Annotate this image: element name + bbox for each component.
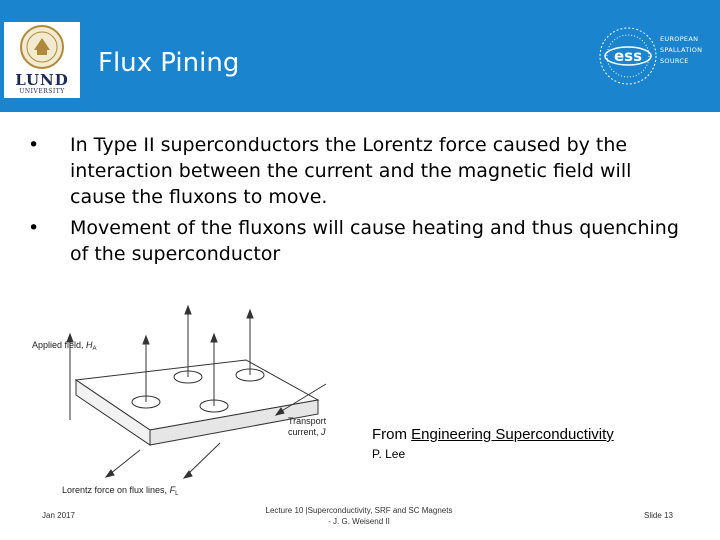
- applied-field-label: Applied field, HA: [32, 340, 97, 352]
- slide-header: LUND UNIVERSITY Flux Pining ess EUROPEAN…: [0, 0, 720, 112]
- bullet-dot-icon: •: [28, 217, 40, 239]
- flux-line-arrowhead: [210, 332, 218, 343]
- ess-logo-mark-icon: ess: [599, 27, 657, 85]
- flux-pinning-diagram: Applied field, HA Transport current, J L…: [28, 300, 358, 505]
- ess-logo-line: EUROPEAN: [660, 35, 699, 43]
- bullet-text: Movement of the fluxons will cause heati…: [70, 217, 679, 265]
- figure-credit-book-title: Engineering Superconductivity: [411, 426, 614, 443]
- footer-date: Jan 2017: [42, 511, 75, 520]
- lorentz-force-arrowhead: [104, 469, 115, 478]
- flux-line-arrowhead: [142, 334, 150, 345]
- footer-lecture-line: - J. G. Weisend II: [328, 517, 390, 526]
- footer-slide-number: Slide 13: [644, 511, 673, 520]
- footer-lecture-info: Lecture 10 |Superconductivity, SRF and S…: [250, 505, 468, 527]
- ess-logo-line: SPALLATION: [660, 46, 703, 54]
- lorentz-force-arrow: [109, 449, 141, 475]
- transport-current-label-line1: Transport: [288, 416, 327, 426]
- ess-logo: ess EUROPEAN SPALLATION SOURCE: [596, 24, 716, 88]
- lorentz-force-arrow: [187, 442, 221, 475]
- transport-current-arrowhead: [274, 407, 285, 416]
- bullet-dot-icon: •: [28, 134, 40, 156]
- slide-title: Flux Pining: [98, 48, 240, 78]
- transport-current-arrow: [279, 383, 327, 413]
- figure-credit: From Engineering Superconductivity: [372, 426, 614, 443]
- bullet-list: • In Type II superconductors the Lorentz…: [28, 132, 688, 272]
- footer-lecture-line: Lecture 10 |Superconductivity, SRF and S…: [265, 506, 453, 515]
- ess-logo-mark-text: ess: [614, 47, 642, 65]
- bullet-item: • In Type II superconductors the Lorentz…: [28, 132, 688, 210]
- flux-line-arrowhead: [184, 304, 192, 315]
- lund-logo-subtitle: UNIVERSITY: [19, 88, 65, 95]
- ess-logo-text: EUROPEAN SPALLATION SOURCE: [660, 34, 702, 67]
- figure-credit-prefix: From: [372, 426, 412, 443]
- bullet-text: In Type II superconductors the Lorentz f…: [70, 134, 632, 208]
- lund-seal-icon: [20, 25, 64, 69]
- transport-current-label-line2: current, J: [288, 427, 326, 437]
- lorentz-force-label: Lorentz force on flux lines, FL: [62, 485, 179, 497]
- figure-credit-author: P. Lee: [372, 447, 406, 461]
- applied-field-arrowhead: [66, 332, 74, 343]
- flux-line-arrowhead: [246, 308, 254, 319]
- lorentz-force-arrowhead: [182, 470, 193, 479]
- bullet-item: • Movement of the fluxons will cause hea…: [28, 215, 688, 267]
- lund-logo-name: LUND: [15, 71, 69, 89]
- ess-logo-line: SOURCE: [660, 57, 689, 65]
- slab-front-face: [149, 399, 319, 446]
- lund-university-logo: LUND UNIVERSITY: [4, 22, 80, 98]
